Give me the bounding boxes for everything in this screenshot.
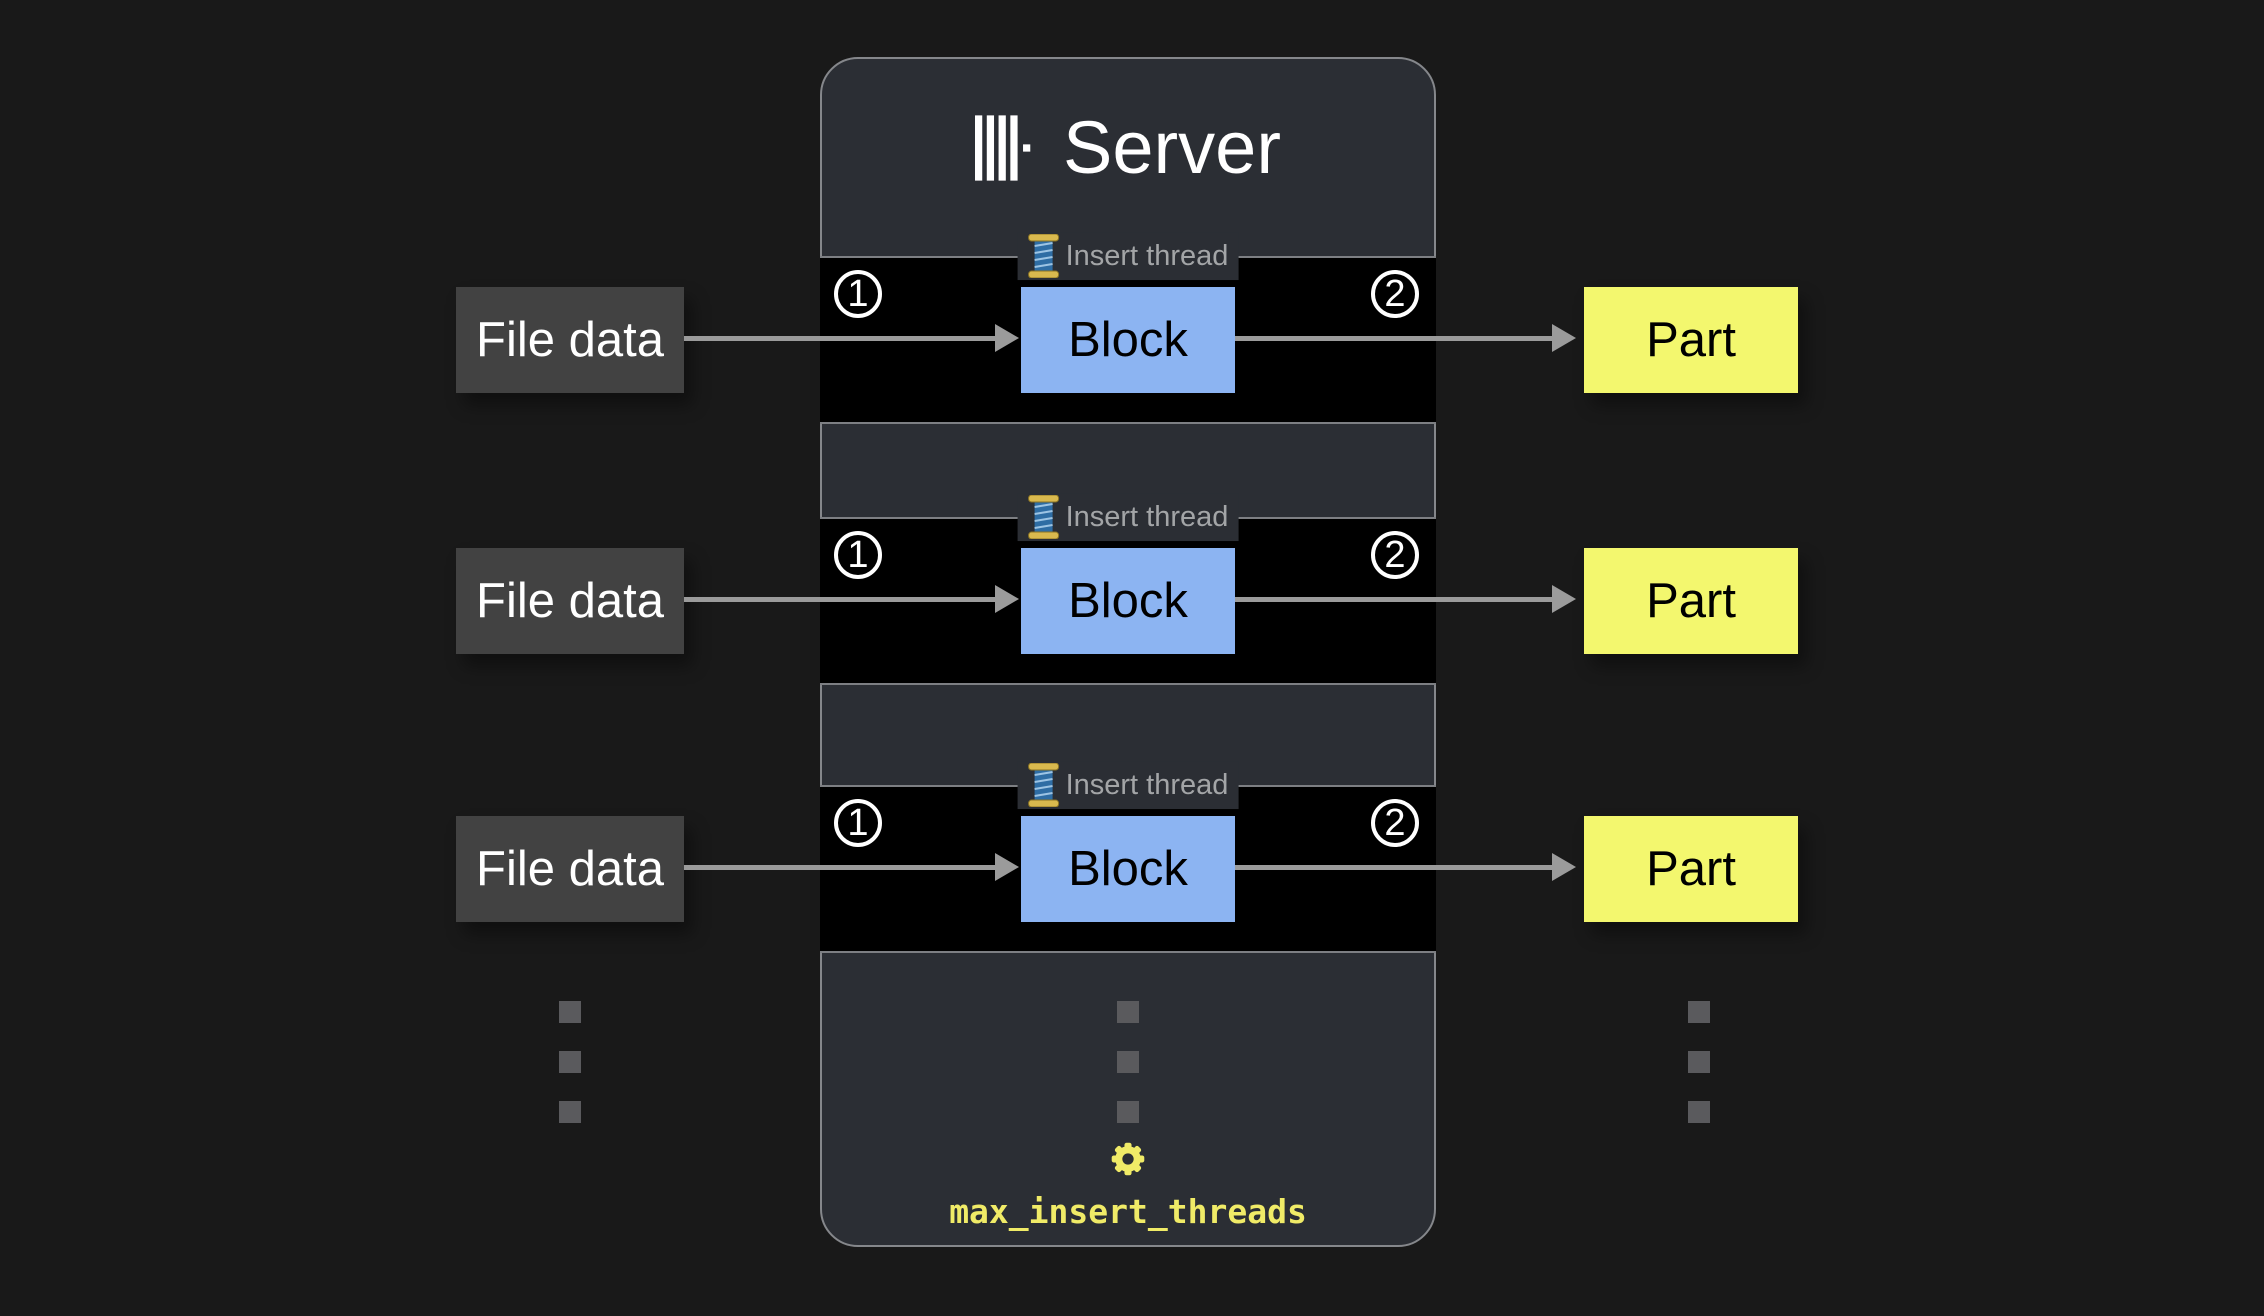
file-data-box: File data [456, 287, 684, 393]
thread-spool-icon [1028, 763, 1060, 808]
arrow-head [995, 324, 1019, 352]
ellipsis-dot [1117, 1001, 1139, 1023]
arrow-line [1235, 865, 1552, 870]
gear-icon [1111, 1142, 1145, 1176]
ellipsis-dot [559, 1101, 581, 1123]
ellipsis-dot [1117, 1101, 1139, 1123]
part-box: Part [1584, 816, 1798, 922]
insert-thread-text: Insert thread [1065, 500, 1229, 533]
max-insert-threads-label: max_insert_threads [949, 1192, 1307, 1231]
step-circle-1: 1 [834, 799, 882, 847]
ellipsis-dot [1688, 1101, 1710, 1123]
step-circle-1: 1 [834, 270, 882, 318]
insert-thread-label: Insert thread [1017, 761, 1239, 810]
ellipsis-dot [1117, 1051, 1139, 1073]
ellipsis-dot [559, 1051, 581, 1073]
insert-thread-label: Insert thread [1017, 493, 1239, 542]
ellipsis-dot [1688, 1051, 1710, 1073]
arrow-line [684, 865, 995, 870]
ellipsis-dot [1688, 1001, 1710, 1023]
arrow-head [995, 853, 1019, 881]
ellipsis-column-inputs [559, 1001, 581, 1123]
server-title: Server [1063, 106, 1281, 189]
arrow-line [1235, 336, 1552, 341]
arrow-head [1552, 324, 1576, 352]
server-header: Server [820, 100, 1436, 196]
arrow-line [684, 597, 995, 602]
step-circle-2: 2 [1371, 799, 1419, 847]
insert-thread-label: Insert thread [1017, 232, 1239, 281]
part-box: Part [1584, 287, 1798, 393]
ellipsis-column-parts [1688, 1001, 1710, 1123]
thread-spool-icon [1028, 495, 1060, 540]
block-box: Block [1021, 287, 1235, 393]
ellipsis-column-threads [1117, 1001, 1139, 1123]
block-box: Block [1021, 548, 1235, 654]
arrow-head [995, 585, 1019, 613]
arrow-head [1552, 853, 1576, 881]
part-box: Part [1584, 548, 1798, 654]
insert-thread-text: Insert thread [1065, 768, 1229, 801]
file-data-box: File data [456, 816, 684, 922]
clickhouse-logo-icon [975, 113, 1033, 183]
step-circle-2: 2 [1371, 531, 1419, 579]
arrow-line [1235, 597, 1552, 602]
arrow-head [1552, 585, 1576, 613]
insert-thread-text: Insert thread [1065, 239, 1229, 272]
thread-spool-icon [1028, 234, 1060, 279]
block-box: Block [1021, 816, 1235, 922]
step-circle-1: 1 [834, 531, 882, 579]
step-circle-2: 2 [1371, 270, 1419, 318]
ellipsis-dot [559, 1001, 581, 1023]
file-data-box: File data [456, 548, 684, 654]
arrow-line [684, 336, 995, 341]
